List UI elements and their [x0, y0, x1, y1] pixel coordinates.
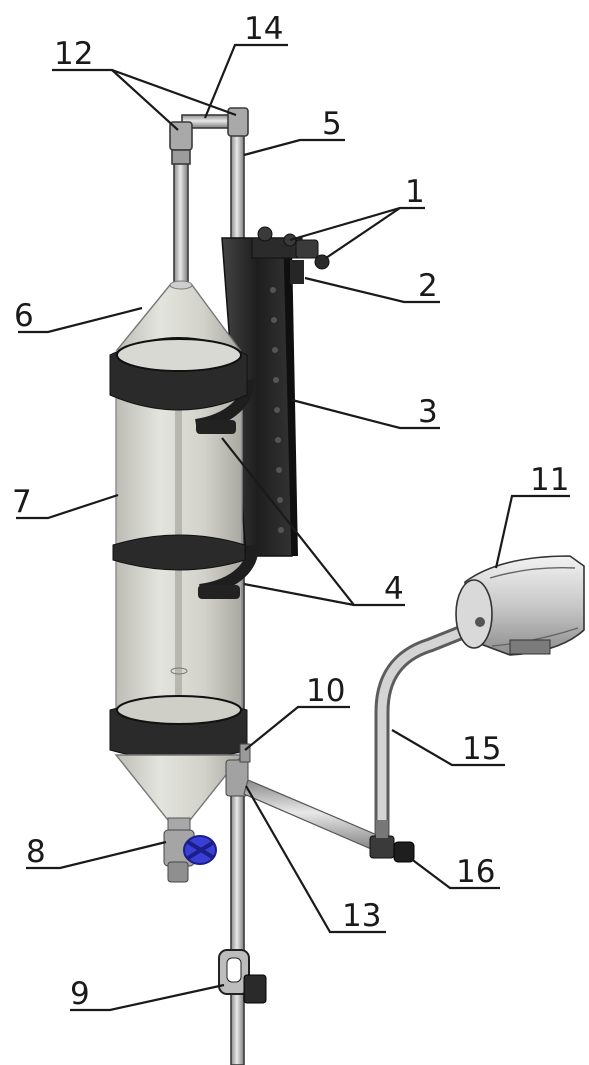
tee-fitting [225, 743, 385, 853]
part-labels: 12 14 5 1 2 6 3 7 11 4 10 15 8 16 13 9 [12, 11, 569, 1012]
label-12: 12 [54, 36, 93, 72]
label-5: 5 [322, 106, 342, 142]
tube-clamp [218, 949, 267, 1004]
end-fitting [369, 820, 415, 863]
leader-lines [16, 43, 570, 1012]
label-8: 8 [26, 834, 46, 870]
motor-unit [455, 555, 585, 656]
label-3: 3 [418, 394, 438, 430]
clamp-screws [251, 226, 330, 284]
vessel-bands [109, 337, 248, 761]
label-16: 16 [456, 854, 495, 890]
label-9: 9 [70, 976, 90, 1012]
label-1: 1 [405, 174, 425, 210]
label-10: 10 [306, 673, 345, 709]
label-2: 2 [418, 268, 438, 304]
drain-valve [163, 829, 217, 883]
label-7: 7 [12, 484, 32, 520]
top-cone [115, 280, 242, 351]
label-4: 4 [384, 571, 404, 607]
support-brackets [194, 379, 259, 599]
label-14: 14 [244, 11, 283, 47]
label-15: 15 [462, 731, 501, 767]
curved-hose [374, 617, 488, 848]
mounting-rail [221, 237, 298, 557]
bottom-cone [114, 754, 244, 833]
top-u-pipe [169, 107, 249, 291]
label-11: 11 [530, 462, 569, 498]
label-13: 13 [342, 898, 381, 934]
label-6: 6 [14, 298, 34, 334]
